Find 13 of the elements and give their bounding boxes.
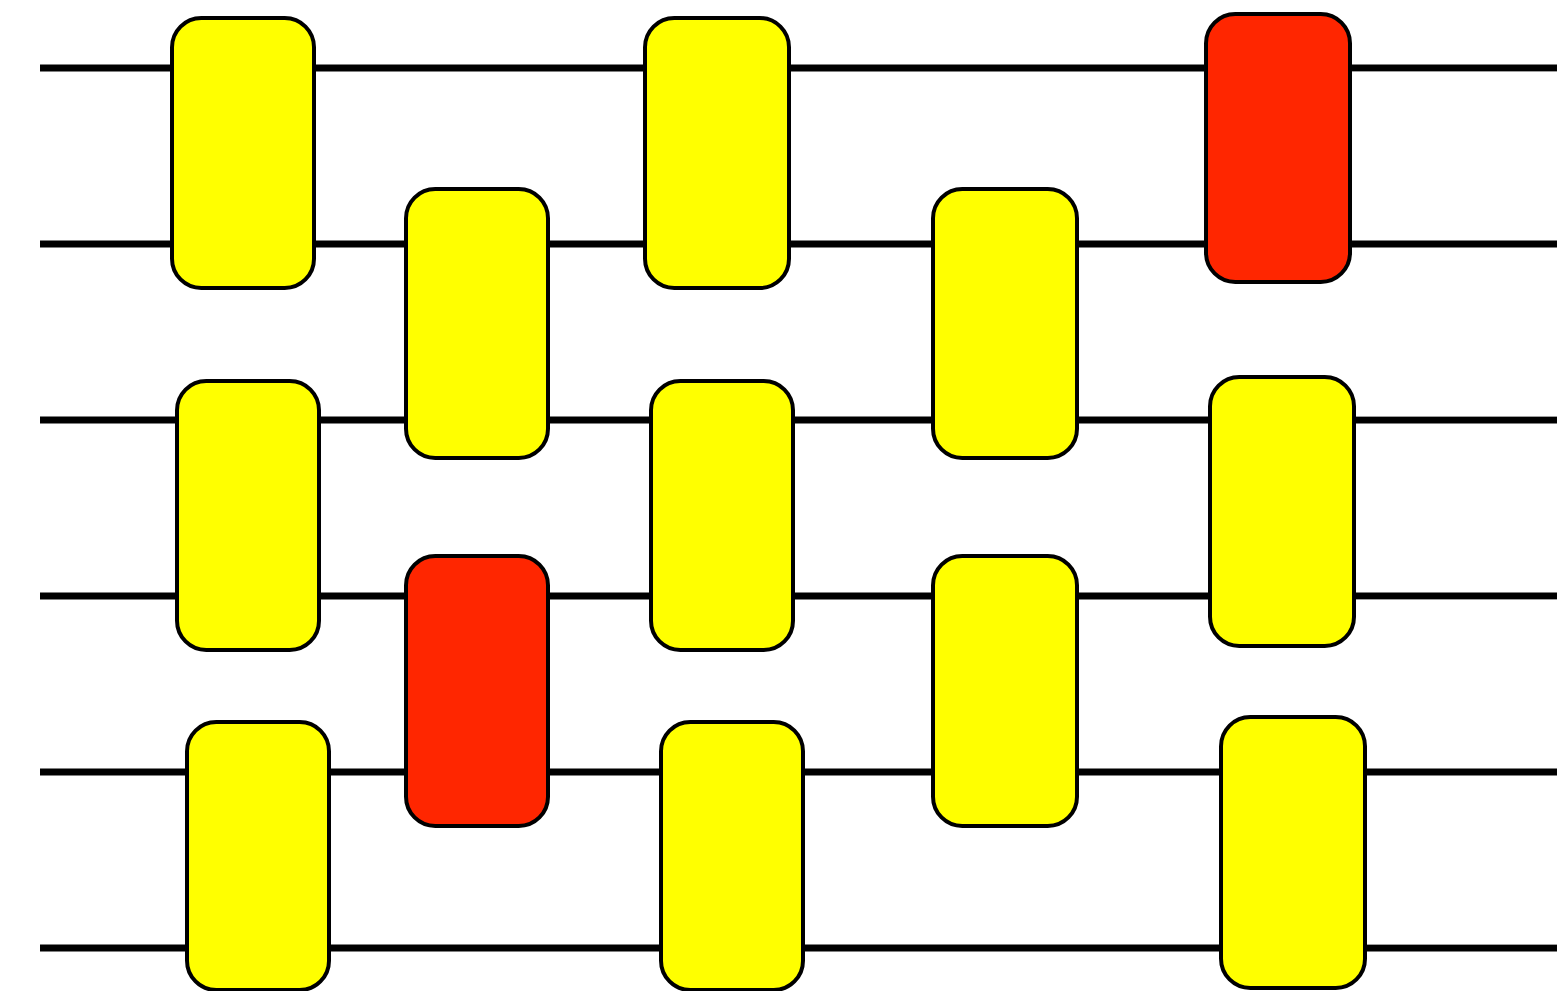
gate-box [643,16,791,290]
gate-box [1219,715,1367,990]
gate-box [931,554,1079,828]
gate-box [175,379,321,652]
gate-box [659,720,805,991]
gate-box [1208,375,1356,648]
gate-box [1204,12,1352,284]
gate-box [170,16,316,290]
gate-box [931,187,1079,460]
gate-box [404,554,550,828]
gate-box [649,379,795,652]
gate-box [185,720,331,991]
gate-box [404,187,550,460]
